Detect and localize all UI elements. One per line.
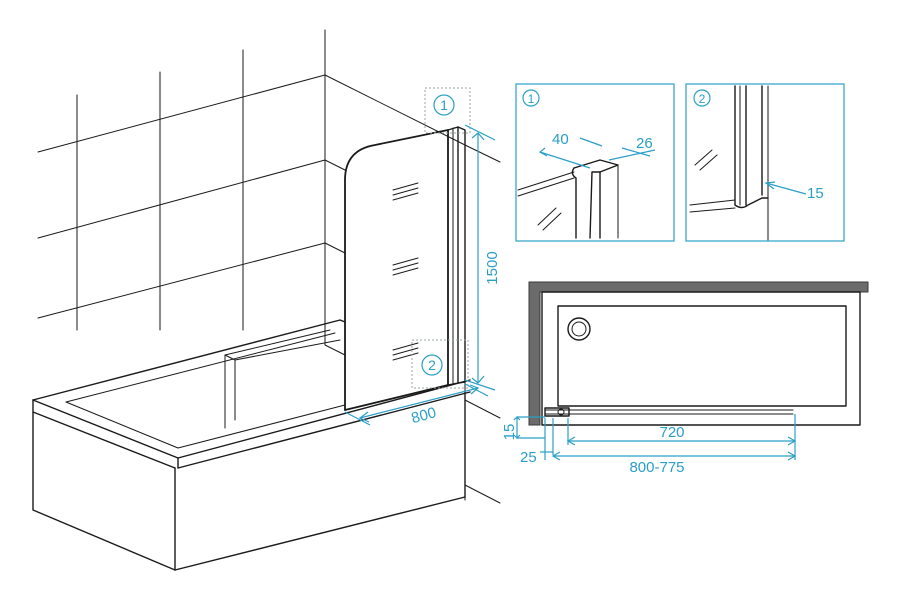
detail-2-tag: 2 (699, 92, 706, 106)
detail-1-tag: 1 (528, 92, 535, 106)
callout-marker-1: 1 (433, 94, 455, 116)
detail-2: 2 15 (685, 83, 845, 242)
width-value: 800 (410, 404, 439, 427)
callout-1-label: 1 (440, 97, 448, 113)
plan-depth-value: 15 (501, 424, 518, 441)
plan-wall-section (528, 281, 869, 426)
bathtub (32, 319, 471, 571)
callout-box-2 (411, 339, 469, 389)
dimension-width: 800 (344, 383, 489, 427)
height-value: 1500 (484, 251, 501, 284)
plan-panel-value: 720 (659, 424, 684, 441)
dimension-height: 1500 (464, 124, 501, 391)
callout-2-label: 2 (428, 357, 436, 373)
glass-panel (344, 126, 466, 411)
plan-range-value: 800-775 (629, 459, 684, 476)
profile-b-value: 26 (636, 135, 653, 152)
callout-box-1 (424, 87, 471, 134)
seal-value: 15 (807, 185, 824, 202)
wall-tiles (37, 29, 501, 504)
profile-a-value: 40 (552, 131, 569, 148)
plan-offset-value: 25 (520, 449, 537, 466)
callout-marker-2: 2 (421, 354, 443, 376)
detail-1: 1 40 26 (515, 83, 675, 242)
plan-view: 15 25 720 800-775 (501, 281, 869, 476)
